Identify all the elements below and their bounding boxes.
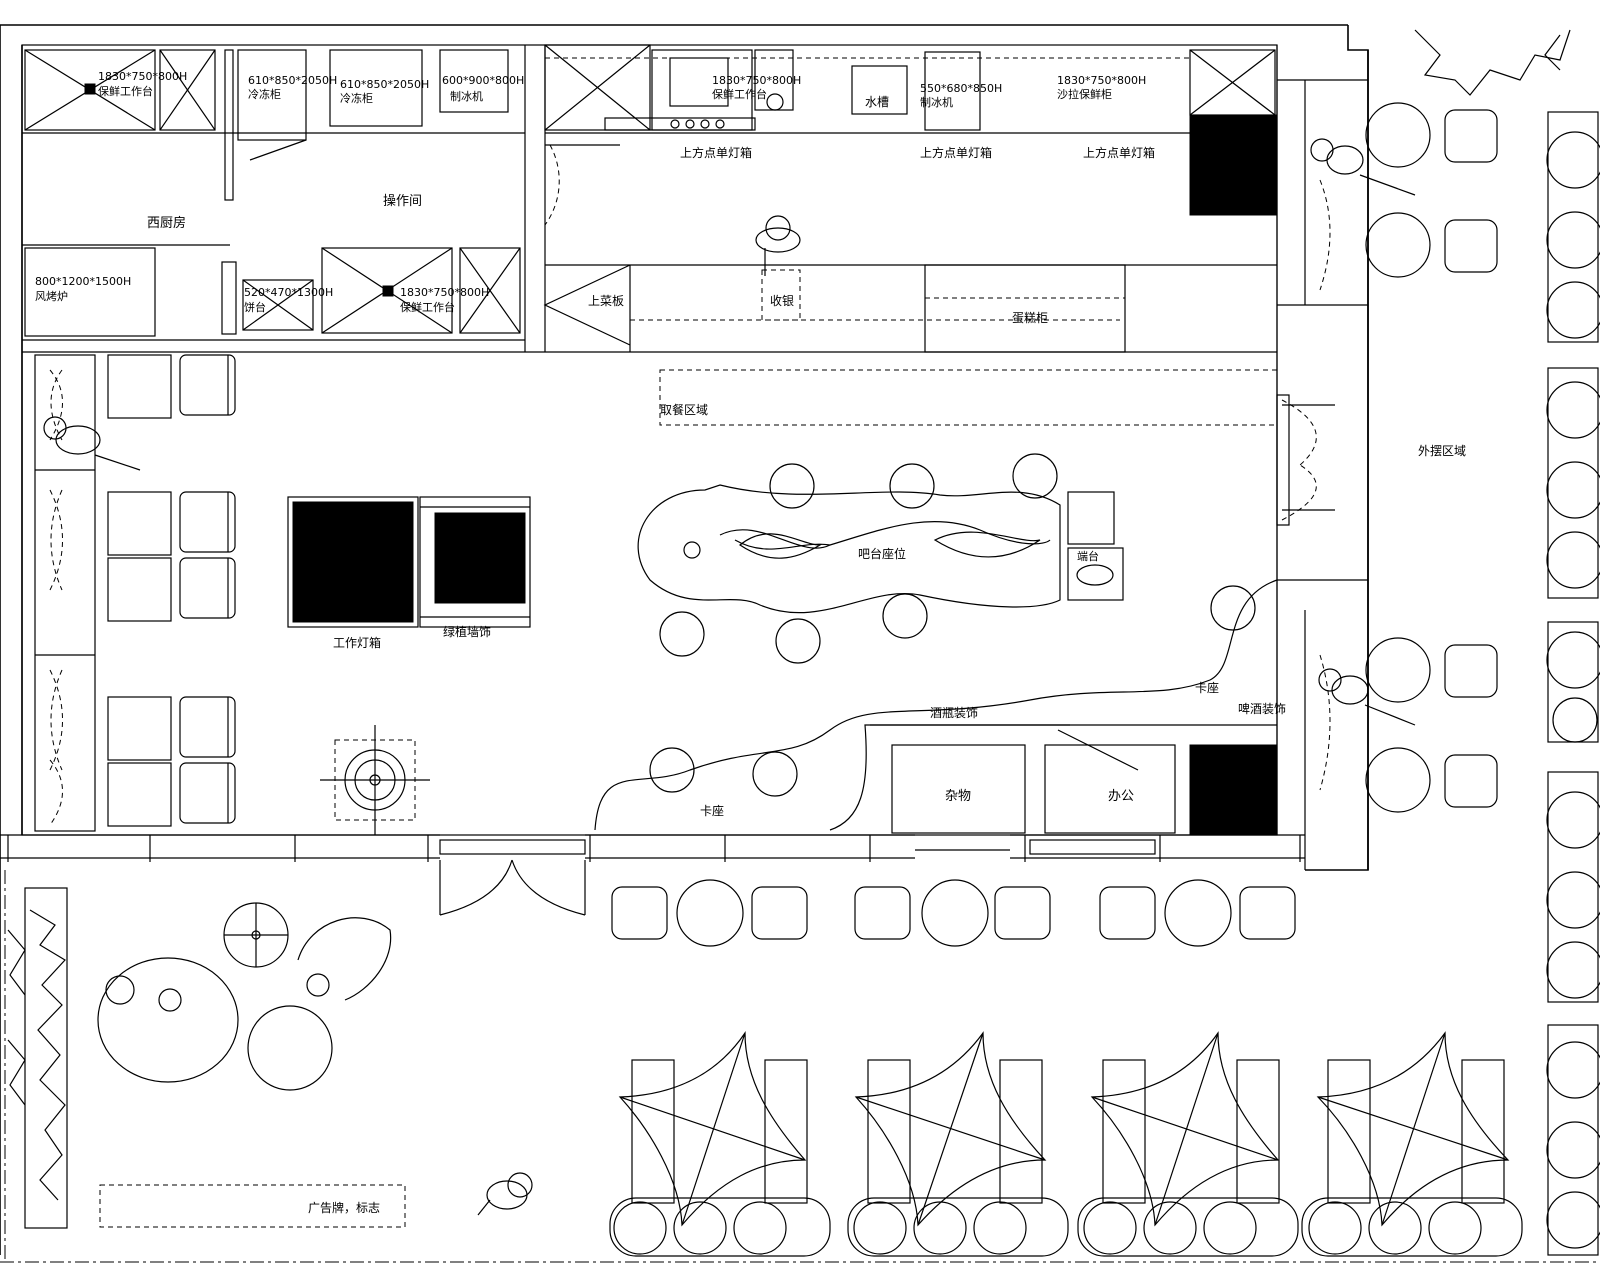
pickup-zone: 取餐区域 xyxy=(659,369,1278,426)
cashier-label: 收银 xyxy=(770,294,794,308)
salad-label: 沙拉保鲜柜 xyxy=(1057,87,1112,101)
booth-label: 卡座 xyxy=(700,803,724,818)
service-rooms: 杂物 办公 xyxy=(870,724,1278,836)
freezer-spec: 610*850*2050H xyxy=(248,74,337,87)
planter-label: 绿植墙饰 xyxy=(443,624,491,639)
lamp-label-3: 上方点单灯箱 xyxy=(1083,145,1155,160)
tv-box-label: 工作灯箱 xyxy=(333,635,381,650)
tree-icon xyxy=(1414,29,1571,96)
person-icon xyxy=(43,416,141,471)
lamp-label-2: 上方点单灯箱 xyxy=(920,145,992,160)
small-bench-label: 饼台 xyxy=(244,300,266,314)
icemaker2-label: 制冰机 xyxy=(920,95,953,109)
person-icon xyxy=(755,215,801,276)
freezer2-spec: 610*850*2050H xyxy=(340,78,429,91)
bench3-label: 保鲜工作台 xyxy=(400,300,455,314)
bench3-spec: 1830*750*800H xyxy=(400,286,489,299)
outdoor-right-tables: 外摆区域 xyxy=(1365,102,1498,813)
umbrella-icon xyxy=(618,1031,808,1227)
front-bench-spec: 1830*750*800H xyxy=(712,74,801,87)
salad-spec: 1830*750*800H xyxy=(1057,74,1146,87)
fan-icon xyxy=(320,725,430,835)
storage-label: 杂物 xyxy=(945,789,971,804)
office-label: 办公 xyxy=(1108,789,1134,804)
freezer-label: 冷冻柜 xyxy=(248,87,281,101)
serving-counter-label: 上菜板 xyxy=(588,294,624,308)
sink-label: 水槽 xyxy=(865,95,889,109)
billboard-label: 广告牌，标志 xyxy=(308,1201,380,1215)
lamp-label-1: 上方点单灯箱 xyxy=(680,145,752,160)
hedge-right xyxy=(1546,111,1600,1256)
outdoor-label: 外摆区域 xyxy=(1418,444,1466,458)
icemaker-label: 制冰机 xyxy=(450,89,483,103)
walls xyxy=(0,24,1369,1255)
property-line xyxy=(0,870,1600,1263)
wine-deco-label: 酒瓶装饰 xyxy=(930,706,978,720)
bar-counter: 吧台座位 端台 xyxy=(637,453,1256,664)
icemaker2-spec: 550*680*850H xyxy=(920,82,1002,95)
left-seating xyxy=(34,354,236,832)
oven-spec: 800*1200*1500H xyxy=(35,275,131,288)
workbench-label: 保鲜工作台 xyxy=(98,84,153,98)
op-room-label: 操作间 xyxy=(383,193,422,209)
person-icon xyxy=(1310,138,1416,196)
person-icon xyxy=(1318,668,1416,726)
person-icon xyxy=(477,1172,533,1216)
workbench-spec: 1830*750*800H xyxy=(98,70,187,83)
front-kitchen: 1830*750*800H 保鲜工作台 水槽 550*680*850H 制冰机 … xyxy=(543,44,1278,353)
billboard: 广告牌，标志 xyxy=(99,1184,406,1228)
feature-block: 工作灯箱 绿植墙饰 xyxy=(287,496,531,650)
oven-label: 风烤炉 xyxy=(35,289,68,303)
umbrella-icon xyxy=(1316,1031,1510,1227)
pickup-label: 取餐区域 xyxy=(660,402,708,417)
hedge-bottom xyxy=(609,1197,1523,1257)
back-kitchen-label: 西厨房 xyxy=(147,215,186,231)
planter-left xyxy=(7,887,68,1229)
beer-deco-label: 啤酒装饰 xyxy=(1238,701,1286,716)
back-kitchen: 1830*750*800H 保鲜工作台 610*850*2050H 冷冻柜 61… xyxy=(24,49,524,337)
front-bench-label: 保鲜工作台 xyxy=(712,87,767,101)
facade xyxy=(0,834,1305,916)
lounge-group xyxy=(97,902,392,1091)
cake-cabinet-label: 蛋糕柜 xyxy=(1012,311,1048,325)
icemaker-spec: 600*900*800H xyxy=(442,74,524,87)
booth-curve: 卡座 酒瓶装饰 卡座 啤酒装饰 xyxy=(594,579,1286,831)
small-bench-spec: 520*470*1300H xyxy=(244,286,333,299)
umbrella-icon xyxy=(854,1031,1047,1227)
right-door xyxy=(1276,179,1335,791)
umbrella-icon xyxy=(1090,1031,1280,1227)
patio-tables xyxy=(611,879,1296,947)
freezer2-label: 冷冻柜 xyxy=(340,91,373,105)
small-counter-label: 端台 xyxy=(1077,549,1099,563)
bar-seat-label: 吧台座位 xyxy=(858,546,906,561)
sofa-label: 卡座 xyxy=(1195,680,1219,695)
